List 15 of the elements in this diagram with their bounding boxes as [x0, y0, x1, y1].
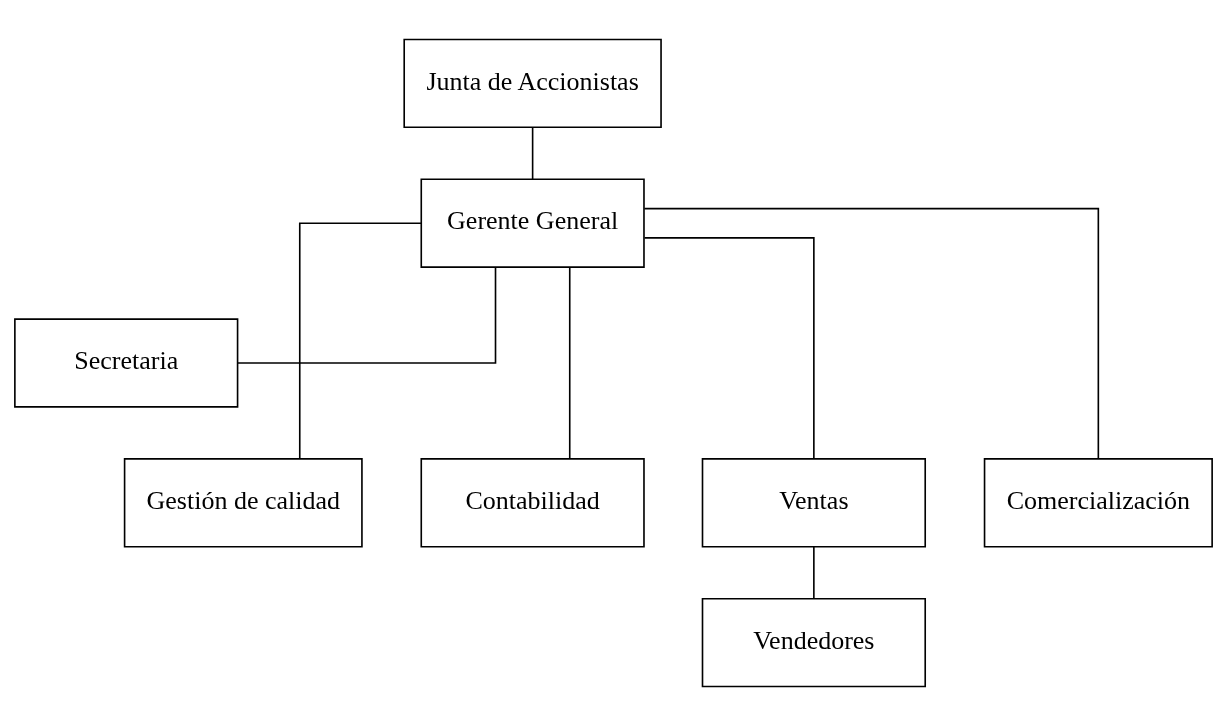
connector: [298, 221, 422, 459]
node-box: Junta de Accionistas: [403, 38, 662, 128]
connector: [531, 126, 534, 180]
connector: [237, 266, 497, 364]
node-box: Secretaria: [14, 317, 239, 408]
node-box: Contabilidad: [420, 457, 645, 547]
connector: [643, 236, 815, 459]
connector: [813, 545, 815, 599]
node-box: Ventas: [701, 457, 927, 547]
node-box: Gestión de calidad: [123, 457, 363, 547]
node-box: Vendedores: [701, 597, 927, 687]
connector: [643, 207, 1100, 460]
node-box: Comercialización: [983, 457, 1213, 547]
connector: [568, 266, 571, 459]
node-box: Gerente General: [420, 178, 645, 268]
